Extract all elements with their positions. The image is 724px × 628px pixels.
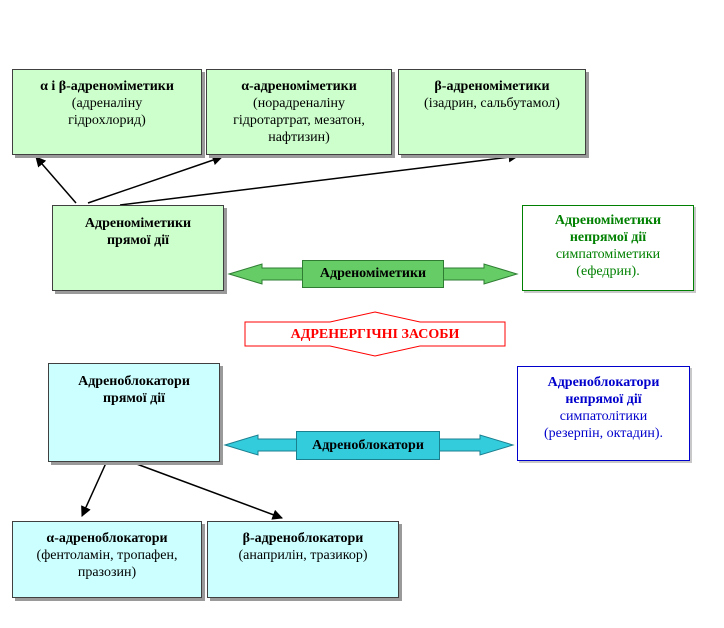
adrenergic-center-arrow (244, 311, 506, 357)
alpha-beta-mimetics-line-1: (адреналіну (71, 96, 143, 111)
indirect-blockers-box: Адреноблокатори непрямої дії симпатоліти… (517, 366, 690, 461)
indirect-blockers-line-1: Адреноблокатори (547, 375, 660, 390)
indirect-mimetics-line-4: (ефедрин). (576, 264, 640, 279)
alpha-beta-mimetics-line-2: гідрохлорид) (68, 113, 146, 128)
beta-blockers-title: β-адреноблокатори (242, 531, 364, 546)
direct-blockers-line-2: прямої дії (102, 391, 166, 406)
arrow-to-alpha-blockers (81, 462, 107, 517)
beta-mimetics-line-1: (ізадрин, сальбутамол) (424, 96, 560, 111)
indirect-mimetics-box: Адреноміметики непрямої дії симпатомімет… (522, 205, 694, 291)
indirect-blockers-line-4: (резерпін, октадин). (543, 426, 664, 441)
arrow-to-alpha-beta-mimetics (35, 156, 77, 204)
indirect-blockers-line-2: непрямої дії (565, 392, 642, 407)
arrow-to-alpha-mimetics (87, 155, 223, 204)
beta-blockers-line-1: (анаприлін, тразикор) (238, 548, 368, 563)
blockers-arrow-label: Адреноблокатори (296, 431, 440, 460)
alpha-blockers-title: α-адреноблокатори (46, 531, 168, 546)
indirect-mimetics-line-2: непрямої дії (569, 230, 647, 245)
direct-mimetics-line-2: прямої дії (106, 233, 170, 248)
beta-mimetics-title: β-адреноміметики (434, 79, 550, 94)
alpha-mimetics-line-3: нафтизин) (268, 130, 330, 145)
beta-mimetics-box: β-адреноміметики (ізадрин, сальбутамол) (398, 69, 586, 155)
alpha-mimetics-line-2: гідротартрат, мезатон, (233, 113, 365, 128)
direct-blockers-box: Адреноблокатори прямої дії (48, 363, 220, 462)
alpha-beta-mimetics-title: α і β-адреноміметики (40, 79, 174, 94)
alpha-blockers-line-1: (фентоламін, тропафен, (36, 548, 178, 563)
direct-mimetics-box: Адреноміметики прямої дії (52, 205, 224, 291)
direct-blockers-line-1: Адреноблокатори (78, 374, 190, 389)
alpha-mimetics-box: α-адреноміметики (норадреналіну гідротар… (206, 69, 392, 155)
direct-mimetics-line-1: Адреноміметики (84, 216, 192, 231)
adrenergic-agents-label: АДРЕНЕРГІЧНІ ЗАСОБИ (290, 327, 460, 342)
indirect-blockers-line-3: симпатолітики (559, 409, 648, 424)
alpha-mimetics-title: α-адреноміметики (241, 79, 357, 94)
alpha-mimetics-line-1: (норадреналіну (253, 96, 345, 111)
indirect-mimetics-line-1: Адреноміметики (554, 213, 662, 228)
alpha-blockers-box: α-адреноблокатори (фентоламін, тропафен,… (12, 521, 202, 598)
alpha-blockers-line-2: празозин) (77, 565, 137, 580)
beta-blockers-box: β-адреноблокатори (анаприлін, тразикор) (207, 521, 399, 598)
alpha-beta-mimetics-box: α і β-адреноміметики (адреналіну гідрохл… (12, 69, 202, 155)
mimetics-arrow-label: Адреноміметики (302, 260, 444, 288)
arrow-to-beta-mimetics (119, 151, 520, 206)
indirect-mimetics-line-3: симпатоміметики (555, 247, 661, 262)
arrow-to-beta-blockers (133, 462, 283, 520)
